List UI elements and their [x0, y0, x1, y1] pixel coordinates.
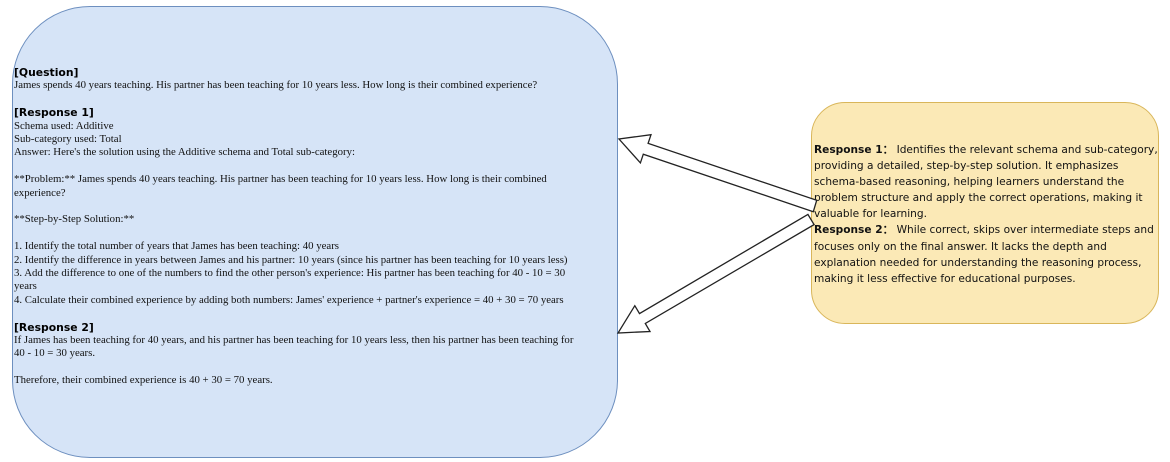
response1-line: Answer: Here's the solution using the Ad… — [14, 146, 356, 159]
response1-heading: [Response 1] — [14, 106, 94, 120]
response2-evaluation-label: Response 2： — [814, 224, 894, 237]
response2-evaluation: Response 2： While correct, skips over in… — [814, 222, 1160, 286]
response2-line: Therefore, their combined experience is … — [14, 374, 273, 387]
responses-panel — [12, 6, 618, 458]
evaluation-text: Response 1： Identifies the relevant sche… — [814, 142, 1160, 287]
response1-line: Sub-category used: Total — [14, 133, 122, 146]
response2-line: 40 - 10 = 30 years. — [14, 347, 96, 360]
response1-line: 4. Calculate their combined experience b… — [14, 293, 564, 306]
response1-line: Schema used: Additive — [14, 119, 114, 132]
response1-line: **Problem:** James spends 40 years teach… — [14, 173, 547, 186]
question-heading: [Question] — [14, 66, 79, 79]
response1-line: 2. Identify the difference in years betw… — [14, 253, 568, 266]
response1-line: experience? — [14, 186, 66, 199]
response1-line: **Step-by-Step Solution:** — [14, 213, 135, 226]
response2-evaluation-text: While correct, skips over intermediate s… — [814, 224, 1154, 285]
response1-line: years — [14, 280, 37, 293]
response1-line: 3. Add the difference to one of the numb… — [14, 267, 566, 280]
responses-content: [Question] James spends 40 years teachin… — [14, 66, 616, 388]
question-text: James spends 40 years teaching. His part… — [14, 79, 538, 92]
response1-evaluation: Response 1： Identifies the relevant sche… — [814, 142, 1160, 222]
response2-heading: [Response 2] — [14, 320, 94, 334]
evaluation-panel — [811, 102, 1159, 324]
arrow-to-response2 — [616, 213, 815, 334]
response1-line: 1. Identify the total number of years th… — [14, 240, 339, 253]
response1-evaluation-label: Response 1： — [814, 144, 894, 156]
response1-evaluation-text: Identifies the relevant schema and sub-c… — [814, 144, 1158, 221]
arrow-to-response1 — [617, 133, 818, 213]
response2-line: If James has been teaching for 40 years,… — [14, 334, 574, 347]
